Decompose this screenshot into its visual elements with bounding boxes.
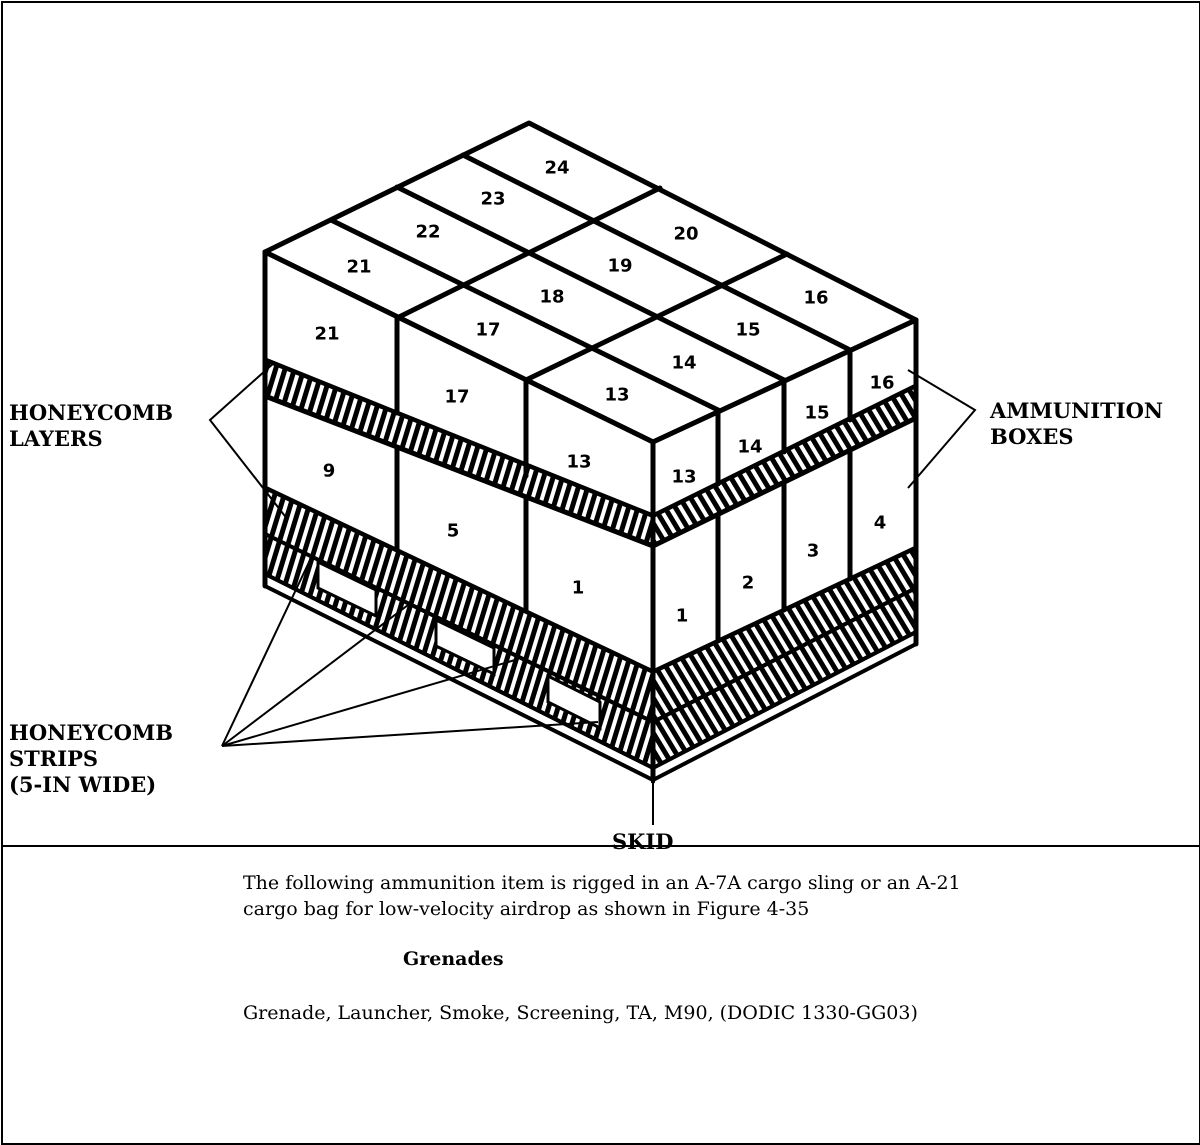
box-number: 16	[869, 373, 894, 394]
box-number: 15	[804, 403, 829, 424]
box-number: 19	[607, 256, 632, 277]
label-line: HONEYCOMB	[9, 400, 173, 425]
box-number: 24	[544, 158, 569, 179]
label-line: STRIPS	[9, 746, 99, 771]
label-line: (5-IN WIDE)	[9, 772, 157, 797]
leader-honeycomb-strip	[221, 559, 311, 747]
box-number: 15	[735, 320, 760, 341]
box-number: 3	[807, 541, 820, 562]
box-number: 13	[671, 467, 696, 488]
box-number: 16	[803, 288, 828, 309]
item-text: Grenade, Launcher, Smoke, Screening, TA,…	[243, 1002, 918, 1024]
box-number: 4	[874, 513, 887, 534]
box-number: 5	[447, 521, 460, 542]
label-honeycomb-layers: HONEYCOMB LAYERS	[9, 400, 173, 452]
intro-line: cargo bag for low-velocity airdrop as sh…	[243, 898, 810, 920]
leader-honeycomb-strip	[221, 721, 599, 747]
label-line: HONEYCOMB	[9, 720, 173, 745]
label-ammunition-boxes: AMMUNITION BOXES	[990, 398, 1163, 450]
label-line: LAYERS	[9, 426, 103, 451]
section-heading: Grenades	[403, 948, 504, 970]
leader-honeycomb-layers	[208, 361, 289, 521]
section-divider	[1, 845, 1199, 847]
box-number: 1	[676, 606, 689, 627]
box-number: 17	[444, 387, 469, 408]
rigged-load-diagram: 24 23 22 21 20 19 18 17 16 15 14 13 21 1…	[208, 120, 977, 825]
intro-line: The following ammunition item is rigged …	[243, 872, 961, 894]
leader-ammunition-boxes	[907, 369, 977, 489]
label-honeycomb-strips: HONEYCOMB STRIPS (5-IN WIDE)	[9, 720, 173, 798]
box-number: 1	[572, 578, 585, 599]
leader-honeycomb-strip	[221, 659, 516, 747]
box-number: 23	[480, 189, 505, 210]
box-number: 18	[539, 287, 564, 308]
box-number: 21	[314, 324, 339, 345]
box-number: 21	[346, 257, 371, 278]
label-line: BOXES	[990, 424, 1074, 449]
label-line: AMMUNITION	[990, 398, 1164, 423]
box-number: 2	[742, 573, 755, 594]
box-number: 20	[673, 224, 698, 245]
box-number: 14	[671, 353, 696, 374]
box-number: 13	[566, 452, 591, 473]
intro-text: The following ammunition item is rigged …	[243, 870, 1183, 922]
box-number: 9	[323, 461, 336, 482]
box-number: 22	[415, 222, 440, 243]
box-number: 13	[604, 385, 629, 406]
label-skid: SKID	[612, 829, 674, 854]
box-number: 17	[475, 320, 500, 341]
leader-honeycomb-strip	[221, 604, 409, 747]
box-number: 14	[737, 437, 762, 458]
